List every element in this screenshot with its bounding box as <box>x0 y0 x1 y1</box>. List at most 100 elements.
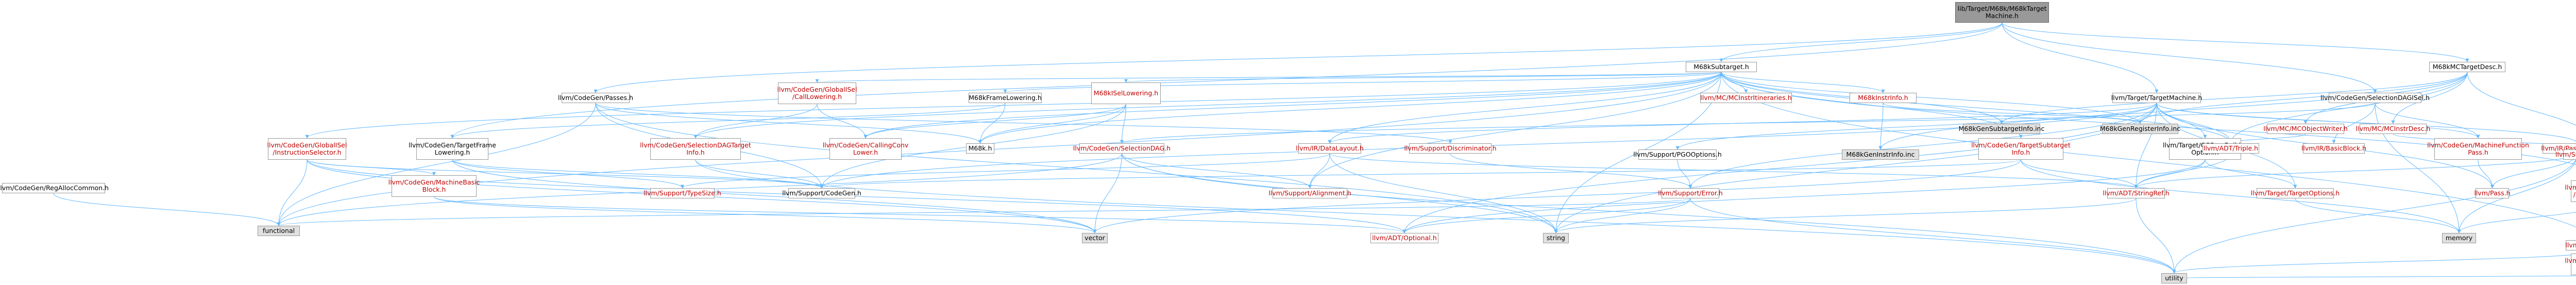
node-alignment[interactable]: llvm/Support/Alignment.h <box>1268 188 1351 198</box>
edge-layer <box>53 22 2576 279</box>
edge-subtarget-calllowering <box>816 72 1722 83</box>
edge-framelowering-tgtframelowering <box>450 103 1006 139</box>
node-label: llvm/CodeGen/GlobalISel <box>267 141 347 149</box>
node-label: Lower.h <box>853 148 878 156</box>
edge-passmanager-utility <box>2172 158 2576 274</box>
node-registerinfoinc[interactable]: M68kGenRegisterInfo.inc <box>2100 124 2180 134</box>
node-stringstd[interactable]: string <box>1543 233 1569 243</box>
node-m68kh[interactable]: M68k.h <box>966 143 994 154</box>
node-mctargetdesc[interactable]: M68kMCTargetDesc.h <box>2429 62 2505 72</box>
node-subtarget[interactable]: M68kSubtarget.h <box>1686 62 1757 72</box>
node-label: llvm/Support/Alignment.h <box>1268 189 1351 197</box>
node-framelowering[interactable]: M68kFrameLowering.h <box>969 93 1042 103</box>
edge-passmanager-memory <box>2457 159 2576 233</box>
edge-targetmachine-stringref <box>2134 103 2157 189</box>
node-passes[interactable]: llvm/CodeGen/Passes.h <box>558 93 633 103</box>
node-memory[interactable]: memory <box>2442 233 2476 243</box>
node-label: Info.h <box>686 148 705 156</box>
node-label: llvm/ADT/Optional.h <box>1372 234 1437 242</box>
edge-seldagisel-mfpass <box>2375 103 2480 139</box>
node-cdatatypes[interactable]: llvm/Support/CDataTypes.h <box>2555 149 2576 160</box>
edge-root-passes <box>594 22 2003 93</box>
edge-seldagtargetinfo-utility <box>695 159 2176 274</box>
node-mcobjectwriter[interactable]: llvm/MC/MCObjectWriter.h <box>2263 124 2348 134</box>
edge-subtarget-datalayout <box>1328 72 1722 144</box>
node-label: llvm/CodeGen/RegAllocCommon.h <box>0 184 109 192</box>
node-utility[interactable]: utility <box>2161 273 2187 283</box>
edge-targetmachine-pgooptions <box>1675 103 2157 150</box>
node-targetmachine[interactable]: llvm/Target/TargetMachine.h <box>2111 93 2202 103</box>
edge-root-targetmachine <box>2002 22 2159 93</box>
node-label: vector <box>1084 234 1105 242</box>
node-label: llvm/ADT/BitVector.h <box>2565 241 2576 249</box>
node-instselector[interactable]: llvm/CodeGen/GlobalISel/InstructionSelec… <box>267 138 347 160</box>
node-bitvector[interactable]: llvm/ADT/BitVector.h <box>2565 240 2576 250</box>
node-legalizerinfo[interactable]: llvm/CodeGen/GlobalISel/LegalizerInfo.h <box>2565 254 2576 275</box>
node-errorh[interactable]: llvm/Support/Error.h <box>1658 188 1723 198</box>
edge-isellowering-m68kh <box>978 104 1126 144</box>
node-rbinfo[interactable]: llvm/CodeGen/GlobalISel/RegisterBankInfo… <box>2565 180 2576 202</box>
node-label: llvm/CodeGen/CallingConv <box>822 141 909 149</box>
edge-subtarget-triple <box>1721 72 2233 144</box>
edge-mfpass-passh <box>2478 159 2494 189</box>
node-label: llvm/ADT/StringRef.h <box>2103 189 2170 197</box>
edge-rbinfo-memory <box>2457 212 2576 233</box>
node-passh[interactable]: llvm/Pass.h <box>2474 188 2511 198</box>
edge-tgtsubtargetinfo-memory <box>2021 159 2461 233</box>
node-label: /CallLowering.h <box>792 93 842 100</box>
node-pgooptions[interactable]: llvm/Support/PGOOptions.h <box>1633 149 1722 160</box>
edge-errorh-utility <box>1690 198 2176 274</box>
node-basicblock[interactable]: llvm/IR/BasicBlock.h <box>2301 143 2366 154</box>
node-label: llvm/CodeGen/SelectionDAG.h <box>1073 144 1171 152</box>
node-discriminator[interactable]: llvm/Support/Discriminator.h <box>1404 143 1497 154</box>
edge-regalloccommon-functional <box>53 193 281 226</box>
node-seldagisel[interactable]: llvm/CodeGen/SelectionDAGISel.h <box>2320 93 2430 103</box>
node-label: M68kGenInstrInfo.inc <box>1846 150 1915 158</box>
node-label: M68k.h <box>968 144 992 152</box>
edge-passmanager-stringref <box>2134 155 2576 189</box>
edge-cgpassbuilder-targetoptions <box>2205 159 2297 189</box>
node-optional[interactable]: llvm/ADT/Optional.h <box>1370 233 1438 243</box>
edge-framelowering-m68kh <box>978 103 1006 144</box>
node-calllowering[interactable]: llvm/CodeGen/GlobalISel/CallLowering.h <box>777 82 857 104</box>
node-vector[interactable]: vector <box>1082 233 1108 243</box>
edge-seldag-alignment <box>1122 153 1312 189</box>
node-label: llvm/Support/Error.h <box>1658 189 1723 197</box>
node-targetoptions[interactable]: llvm/Target/TargetOptions.h <box>2251 188 2340 198</box>
node-typesize[interactable]: llvm/Support/TypeSize.h <box>643 188 721 198</box>
edge-subtarget-seldagtargetinfo <box>693 72 1722 139</box>
node-isellowering[interactable]: M68kISelLowering.h <box>1091 82 1161 104</box>
node-regalloccommon[interactable]: llvm/CodeGen/RegAllocCommon.h <box>0 183 109 193</box>
edge-mctargetdesc-registerinfoinc <box>2138 72 2468 124</box>
node-instrinfo[interactable]: M68kInstrInfo.h <box>1850 93 1917 103</box>
node-label: llvm/CodeGen/TargetSubtarget <box>1971 141 2071 149</box>
node-label: llvm/CodeGen/SelectionDAGTarget <box>640 141 751 149</box>
node-mcinstrinfo[interactable]: llvm/MC/MCInstrItineraries.h <box>1700 93 1792 103</box>
edge-subtarget-isellowering <box>1124 72 1722 83</box>
node-mcinstrdesc[interactable]: llvm/MC/MCInstrDesc.h <box>2356 124 2430 134</box>
node-subtargetinfoinc[interactable]: M68kGenSubtargetInfo.inc <box>1959 124 2044 134</box>
node-label: llvm/ADT/Triple.h <box>2203 144 2259 152</box>
node-label: M68kSubtarget.h <box>1693 63 1749 71</box>
node-stringref[interactable]: llvm/ADT/StringRef.h <box>2103 188 2170 198</box>
edge-isellowering-callingconvlower <box>863 104 1126 139</box>
node-triple[interactable]: llvm/ADT/Triple.h <box>2202 143 2259 154</box>
edge-passes-stringstd <box>595 103 1558 233</box>
edge-targetmachine-mfpass <box>2156 103 2480 139</box>
node-codegenh[interactable]: llvm/Support/CodeGen.h <box>782 188 861 198</box>
edge-mctargetdesc-cdatatypes <box>2467 72 2576 126</box>
edge-seldagisel-memory <box>2375 103 2461 233</box>
node-datalayout[interactable]: llvm/IR/DataLayout.h <box>1296 143 1364 154</box>
node-seldag[interactable]: llvm/CodeGen/SelectionDAG.h <box>1073 143 1171 154</box>
node-label: llvm/Support/CDataTypes.h <box>2555 150 2576 158</box>
node-functional[interactable]: functional <box>258 226 300 236</box>
node-label: Block.h <box>422 186 446 193</box>
node-instrinfoinc[interactable]: M68kGenInstrInfo.inc <box>1842 149 1919 160</box>
